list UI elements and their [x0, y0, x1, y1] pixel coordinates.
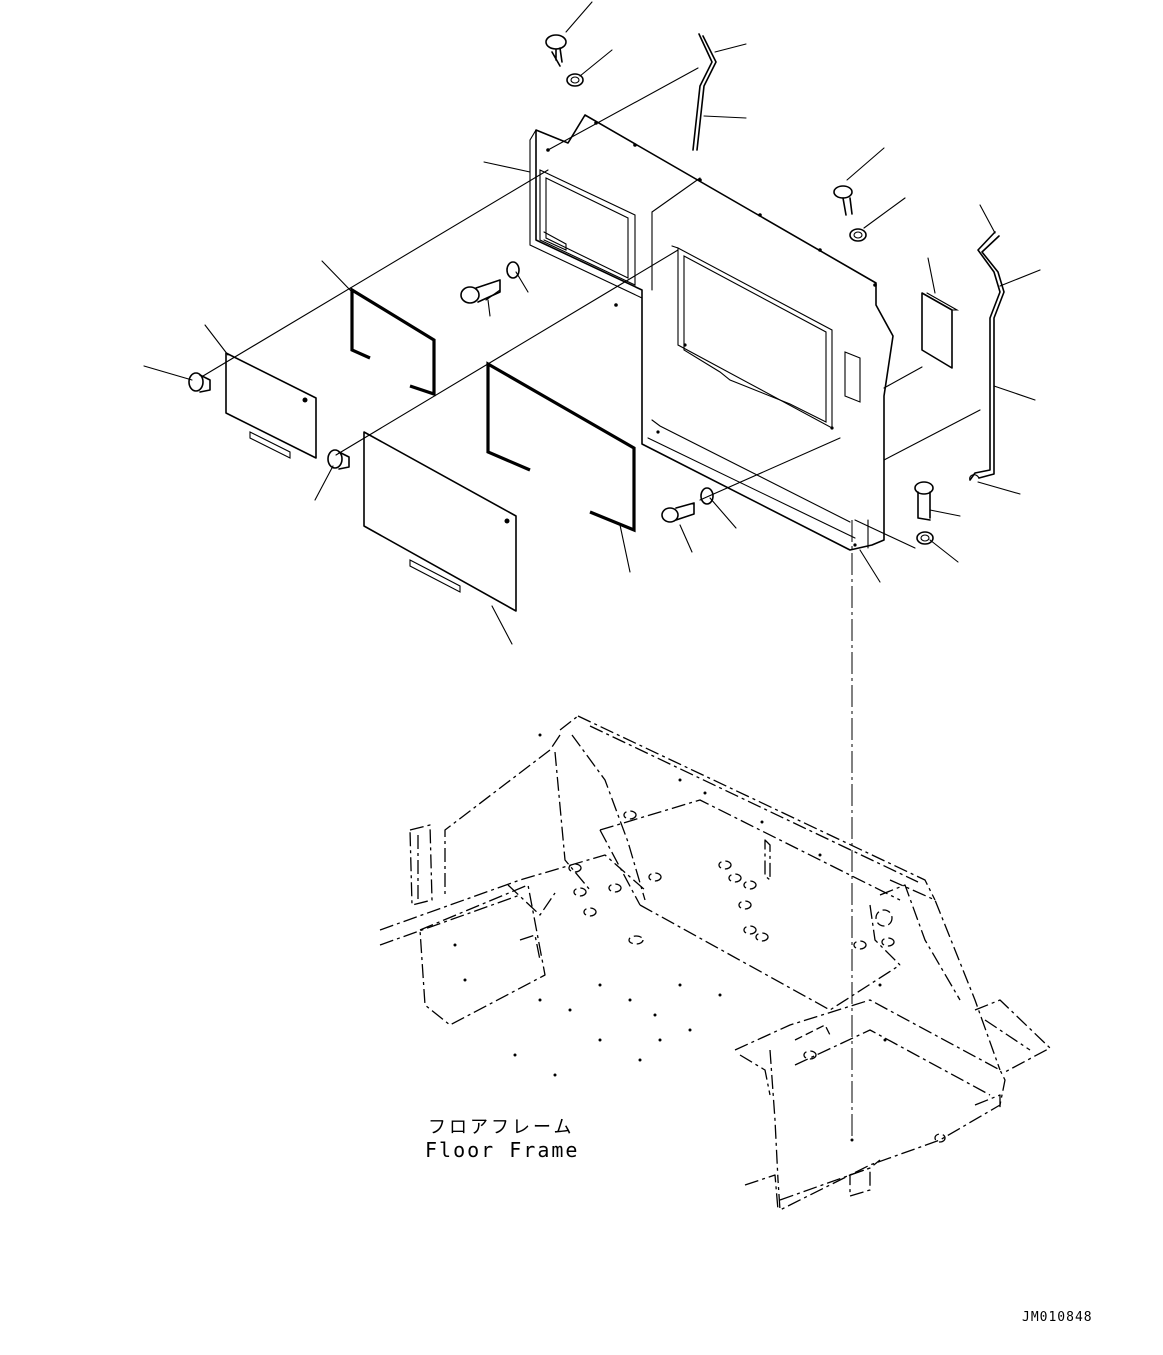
gasket-large: [486, 361, 636, 533]
washer-lower: [700, 487, 714, 505]
assembly-lines: [202, 67, 981, 1140]
floor-holes: [453, 733, 887, 1142]
floor-frame: [379, 715, 1051, 1211]
rear-panel: [529, 114, 894, 551]
washer-mid-right: [849, 228, 867, 242]
gasket-small: [350, 287, 436, 397]
bolt-lower: [661, 502, 695, 523]
washer-top: [566, 73, 584, 87]
rod-top: [692, 33, 717, 151]
drawing-id: JM010848: [1022, 1310, 1093, 1325]
knob-lower: [327, 449, 350, 470]
plate-small: [921, 292, 960, 369]
floor-frame-label-en: Floor Frame: [425, 1138, 580, 1162]
knob-left: [188, 372, 211, 393]
washer-right: [916, 531, 934, 545]
cover-small: [225, 352, 317, 459]
bolt-mid-right: [833, 185, 853, 216]
leader-lines: [143, 1, 1041, 645]
rod-right: [969, 231, 1005, 481]
floor-frame-label-jp: フロアフレーム: [428, 1117, 575, 1138]
bolt-top: [545, 34, 567, 67]
cover-large: [363, 431, 517, 612]
bolt-center: [460, 279, 501, 304]
bolt-right: [914, 481, 934, 521]
boss-group: [568, 810, 946, 1143]
washer-center: [506, 261, 520, 279]
